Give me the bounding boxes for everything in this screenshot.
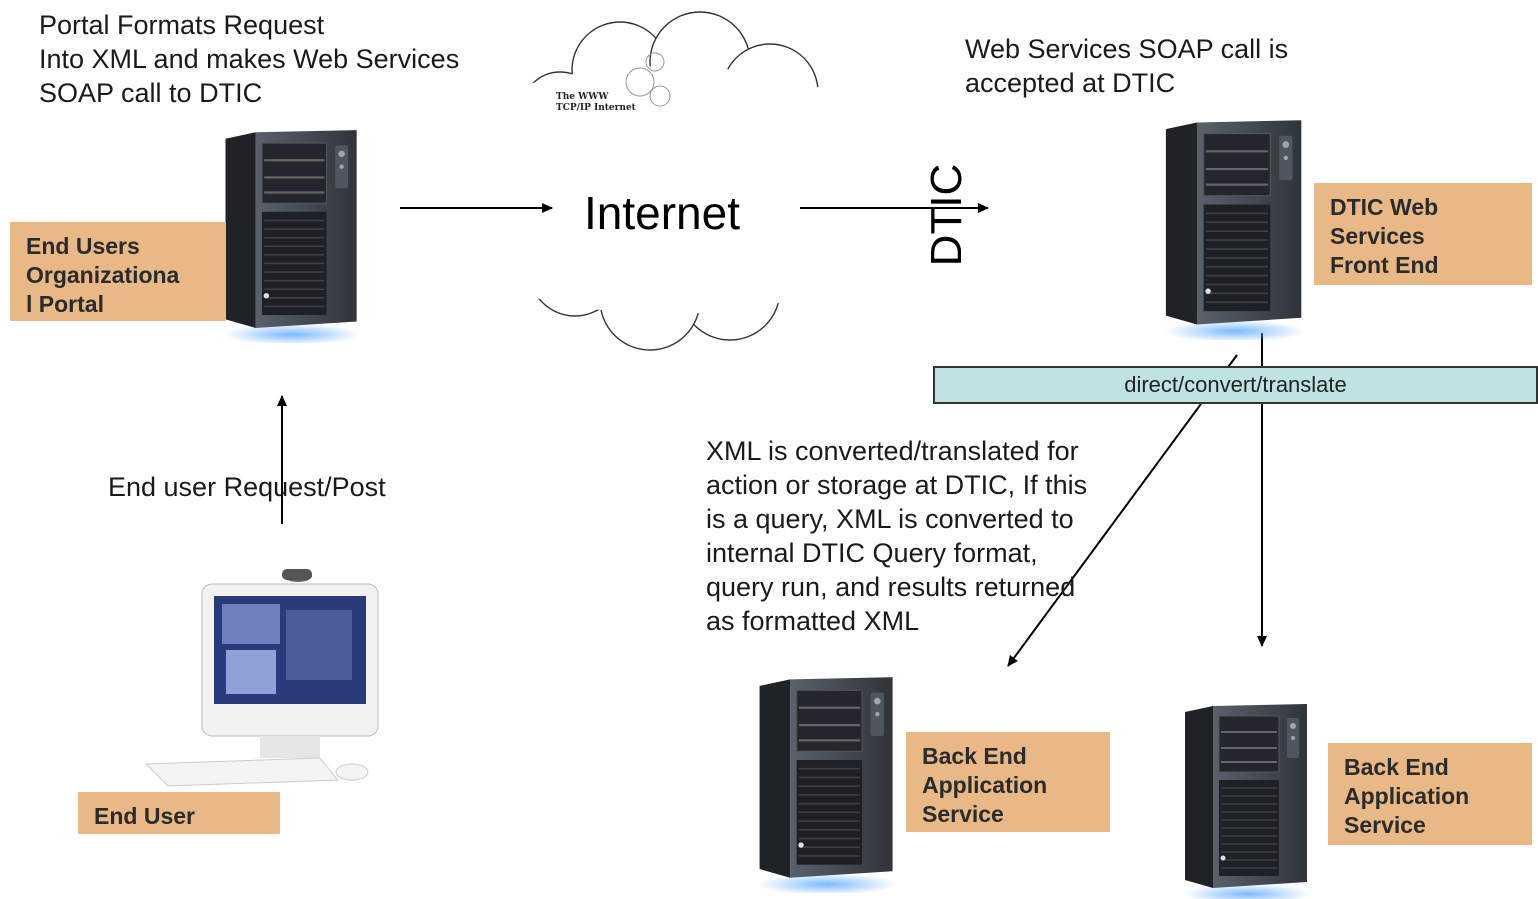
caption-end-user-request: End user Request/Post bbox=[108, 472, 386, 502]
backend-1-label: Back End Application Service bbox=[906, 732, 1110, 832]
backend-server-1 bbox=[756, 676, 899, 893]
portal-label: End Users Organizationa l Portal bbox=[10, 222, 226, 321]
frontend-server bbox=[1162, 119, 1307, 340]
caption-soap-accepted: Web Services SOAP call is accepted at DT… bbox=[965, 34, 1289, 98]
caption-portal-request: Portal Formats Request Into XML and make… bbox=[39, 10, 460, 108]
frontend-to-backend1-arrow bbox=[1007, 354, 1238, 667]
caption-xml-converted: XML is converted/translated for action o… bbox=[706, 436, 1088, 636]
frontend-label: DTIC Web Services Front End bbox=[1314, 183, 1532, 285]
end-user-computer bbox=[144, 569, 379, 787]
cloud-fill-outer bbox=[400, 66, 936, 314]
backend-2-label: Back End Application Service bbox=[1328, 743, 1532, 845]
dtic-gate-label: DTIC bbox=[922, 163, 971, 267]
internet-label: Internet bbox=[584, 187, 740, 239]
cloud-bubbles bbox=[625, 52, 671, 107]
cloud-note: The WWW TCP/IP Internet bbox=[556, 92, 636, 113]
portal-server bbox=[222, 129, 363, 343]
end-user-label: End User bbox=[78, 792, 280, 834]
backend-server-2 bbox=[1181, 702, 1313, 899]
direct-convert-translate-band: direct/convert/translate bbox=[933, 366, 1538, 404]
